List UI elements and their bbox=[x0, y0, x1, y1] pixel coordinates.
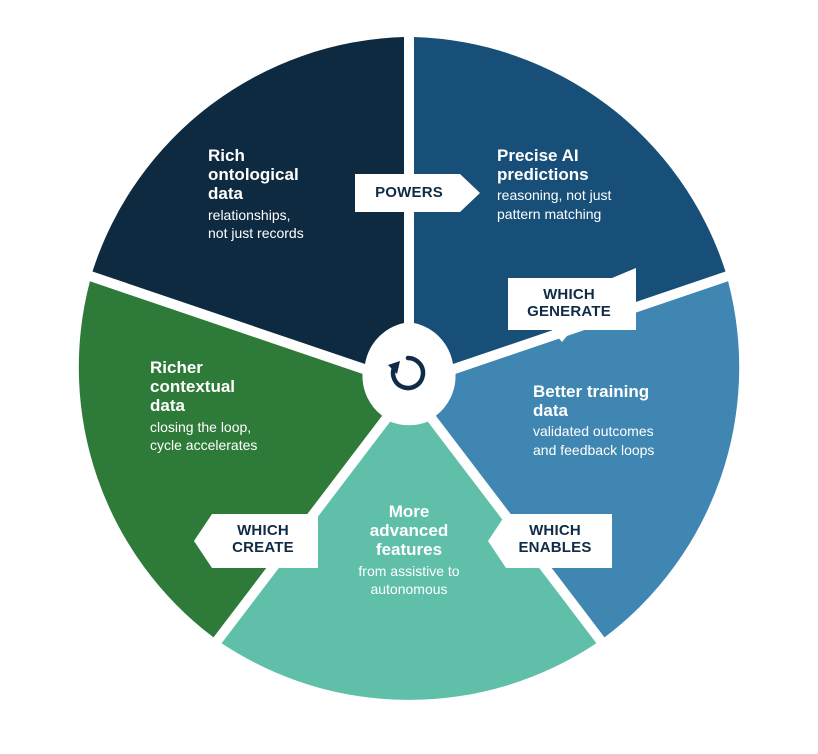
subtitle-line: validated outcomes bbox=[533, 423, 654, 440]
segment-title: Better training data bbox=[533, 382, 654, 420]
segment-subtitle: reasoning, not just pattern matching bbox=[497, 186, 611, 223]
subtitle-line: not just records bbox=[208, 225, 304, 242]
title-line: features bbox=[375, 540, 443, 560]
segment-rich-ontological bbox=[92, 37, 404, 365]
tag-powers-shape bbox=[355, 174, 480, 212]
title-line: advanced bbox=[369, 521, 449, 541]
subtitle-line: pattern matching bbox=[497, 205, 602, 222]
segment-subtitle: relationships, not just records bbox=[208, 206, 304, 243]
connector-powers: POWERS bbox=[355, 184, 463, 201]
segment-label-rich-ontological: Rich ontological data relationships, not… bbox=[208, 146, 304, 243]
connector-line: POWERS bbox=[375, 184, 443, 201]
subtitle-line: and feedback loops bbox=[533, 441, 655, 458]
segment-label-better-training: Better training data validated outcomes … bbox=[533, 382, 654, 459]
subtitle-line: autonomous bbox=[370, 581, 448, 598]
tag-which-create-shape bbox=[194, 514, 318, 568]
connector-line: CREATE bbox=[232, 539, 294, 557]
title-line: ontological bbox=[208, 165, 299, 185]
connector-line: WHICH bbox=[543, 286, 595, 303]
title-line: Precise AI bbox=[497, 146, 579, 165]
segment-richer-contextual bbox=[78, 281, 383, 638]
title-line: Richer bbox=[150, 358, 203, 377]
subtitle-line: reasoning, not just bbox=[497, 187, 612, 204]
subtitle-line: from assistive to bbox=[358, 562, 460, 579]
segment-subtitle: validated outcomes and feedback loops bbox=[533, 422, 654, 459]
cycle-arrow-icon bbox=[388, 355, 426, 391]
segment-subtitle: closing the loop, cycle accelerates bbox=[150, 418, 257, 455]
connector-line: ENABLES bbox=[518, 539, 592, 557]
title-line: data bbox=[150, 396, 185, 416]
segment-better-training bbox=[435, 281, 740, 638]
segment-subtitle: from assistive to autonomous bbox=[334, 562, 484, 599]
subtitle-line: cycle accelerates bbox=[150, 437, 258, 454]
segment-label-advanced-features: More advanced features from assistive to… bbox=[334, 502, 484, 599]
title-line: predictions bbox=[497, 165, 589, 185]
center-hub bbox=[366, 330, 452, 416]
title-line: More bbox=[388, 502, 430, 521]
connector-which-enables: WHICH ENABLES bbox=[500, 522, 610, 557]
connector-line: WHICH bbox=[529, 522, 581, 539]
title-line: Better training bbox=[533, 382, 650, 401]
tag-which-generate-shape bbox=[508, 268, 636, 342]
title-line: Rich bbox=[208, 146, 245, 165]
tag-which-enables-shape bbox=[488, 514, 612, 568]
segment-precise-ai bbox=[414, 37, 726, 365]
segment-title: Richer contextual data bbox=[150, 358, 257, 416]
connector-which-generate: WHICH GENERATE bbox=[508, 286, 630, 321]
segment-advanced-features bbox=[221, 421, 597, 700]
segment-title: Precise AI predictions bbox=[497, 146, 611, 184]
title-line: data bbox=[208, 184, 243, 204]
subtitle-line: relationships, bbox=[208, 206, 291, 223]
title-line: contextual bbox=[150, 377, 236, 397]
subtitle-line: closing the loop, bbox=[150, 418, 252, 435]
segment-label-precise-ai: Precise AI predictions reasoning, not ju… bbox=[497, 146, 611, 223]
title-line: data bbox=[533, 401, 568, 421]
segment-label-richer-contextual: Richer contextual data closing the loop,… bbox=[150, 358, 257, 455]
segment-title: More advanced features bbox=[334, 502, 484, 560]
segment-title: Rich ontological data bbox=[208, 146, 304, 204]
connector-which-create: WHICH CREATE bbox=[208, 522, 318, 557]
connector-line: WHICH bbox=[237, 522, 289, 539]
connector-line: GENERATE bbox=[527, 303, 611, 321]
